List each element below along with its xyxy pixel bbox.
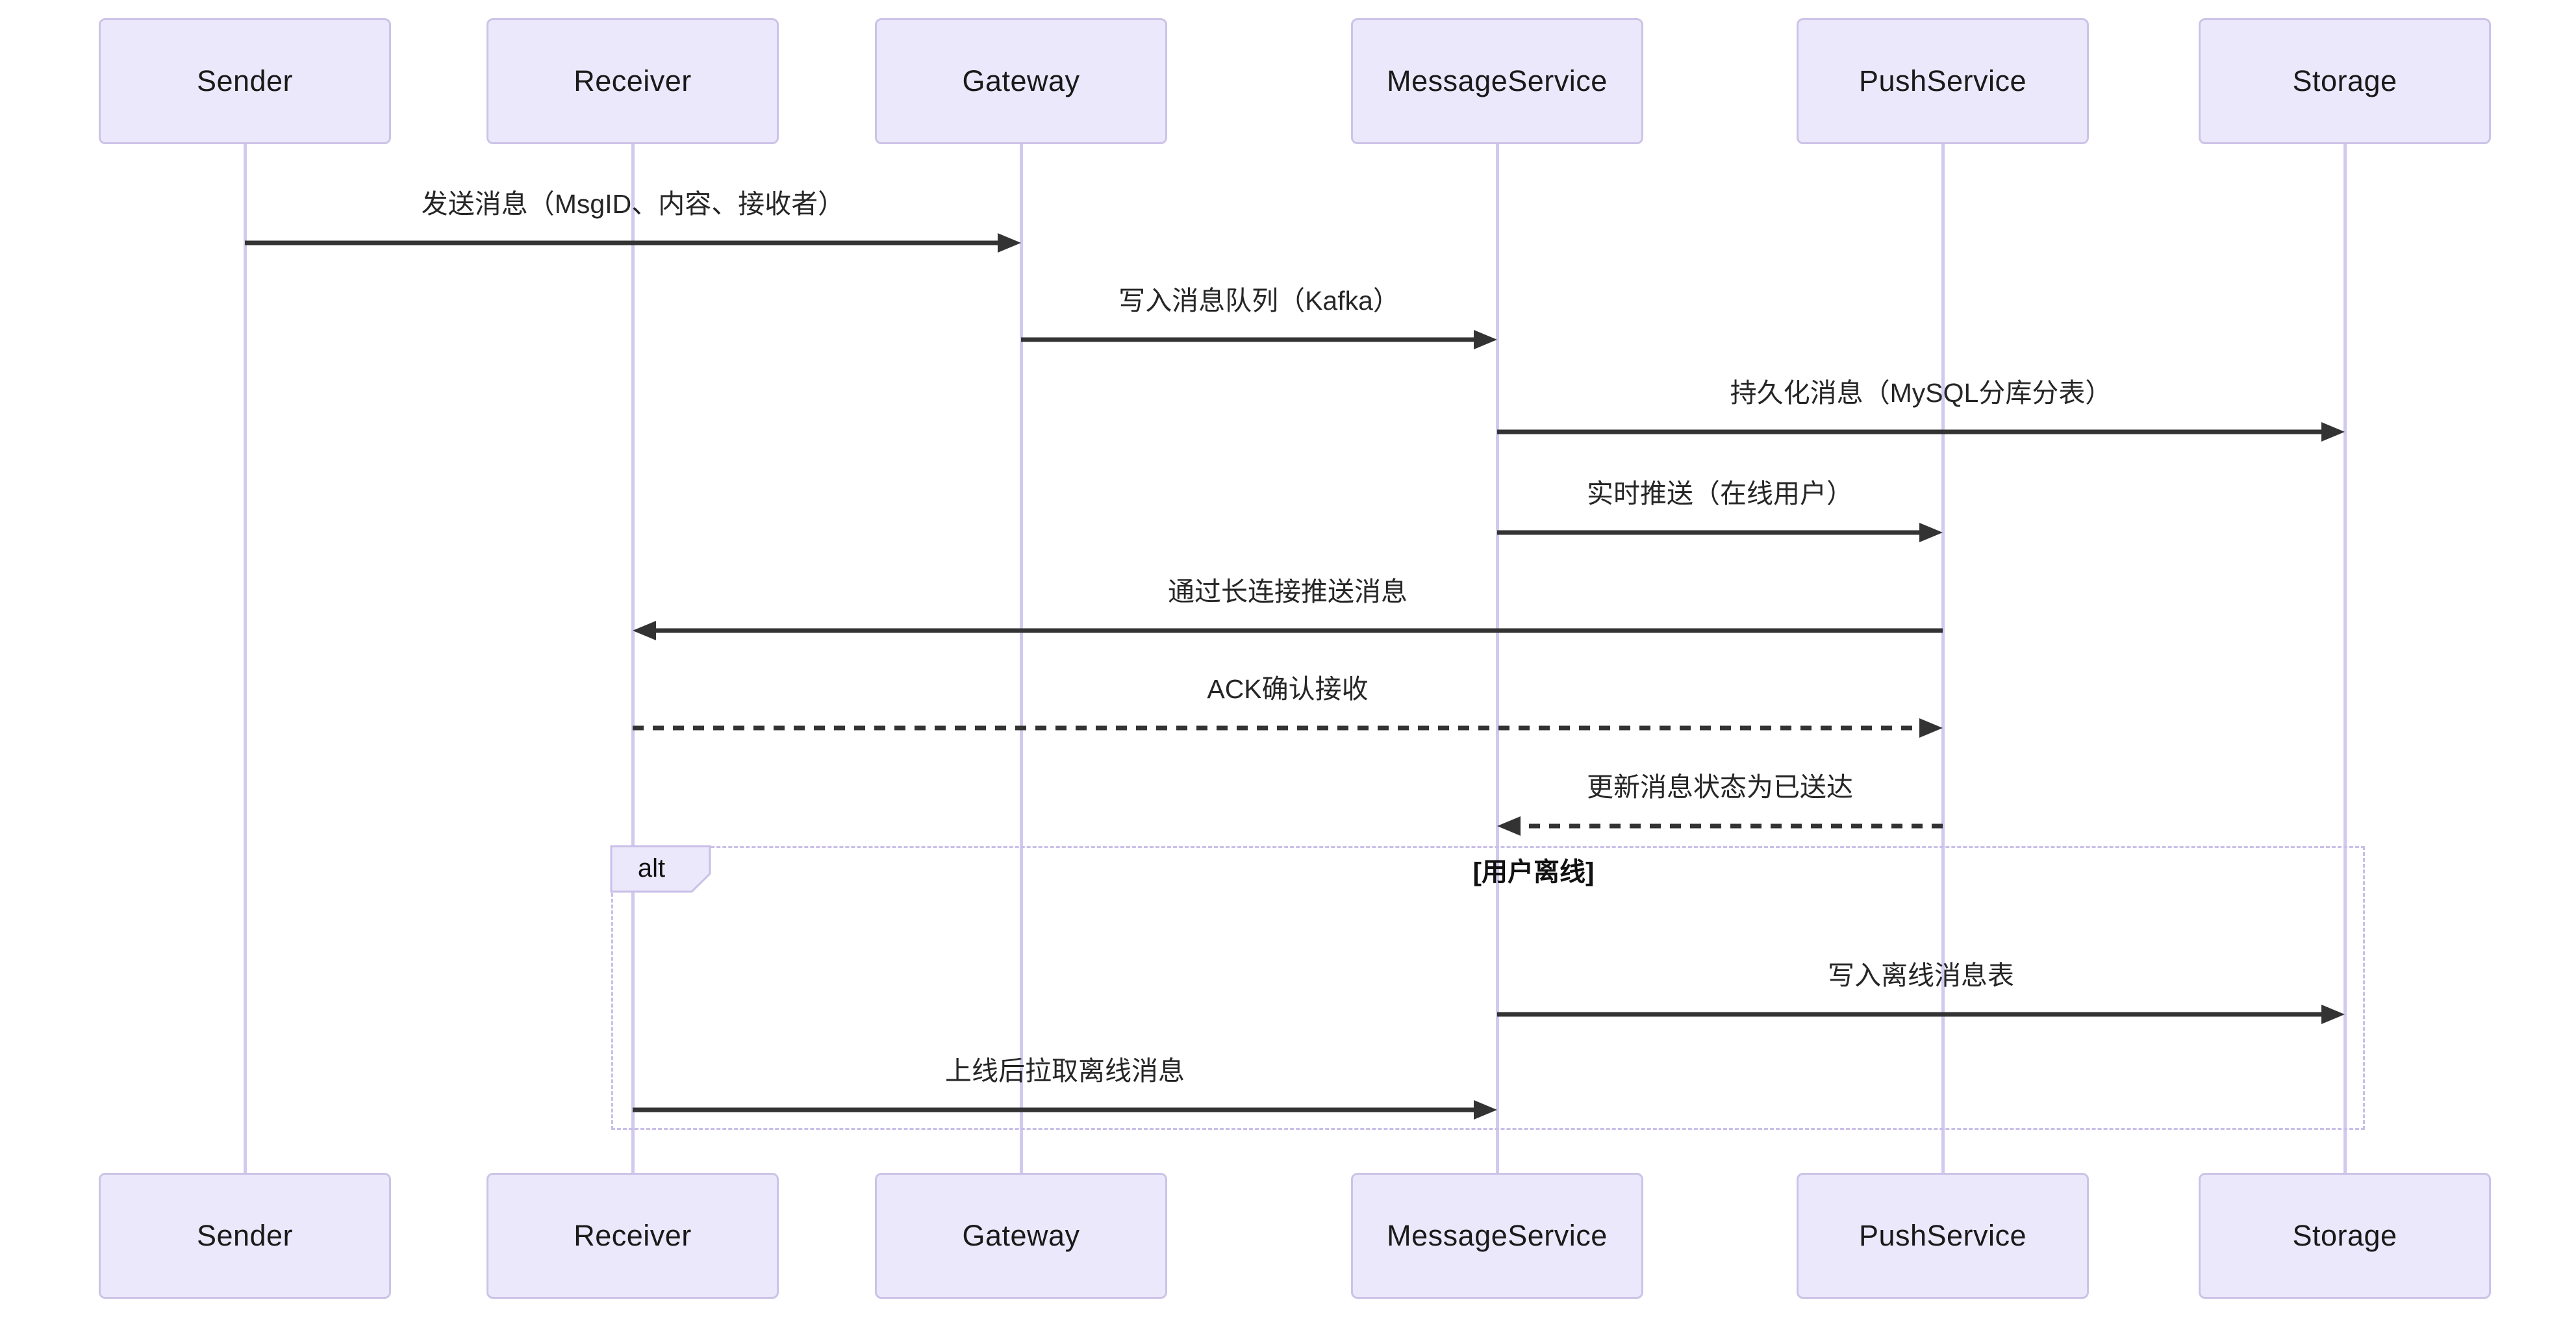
message-label-3: 持久化消息（MySQL分库分表） xyxy=(1730,378,2112,408)
actor-label: PushService xyxy=(1858,64,2027,97)
actor-label: PushService xyxy=(1858,1219,2027,1252)
message-arrowhead xyxy=(1474,1100,1497,1120)
message-arrow-9 xyxy=(633,1100,1497,1120)
message-arrowhead xyxy=(2321,1005,2345,1024)
message-label-9: 上线后拉取离线消息 xyxy=(945,1056,1185,1086)
message-arrowhead xyxy=(1497,816,1521,836)
actor-label: Receiver xyxy=(574,1219,692,1252)
message-arrow-6 xyxy=(633,718,1943,738)
lifeline-storage xyxy=(2343,143,2347,1173)
actor-label: MessageService xyxy=(1387,64,1608,97)
actor-bottom-receiver: Receiver xyxy=(486,1173,779,1299)
actor-bottom-sender: Sender xyxy=(99,1173,391,1299)
message-label-7: 更新消息状态为已送达 xyxy=(1587,772,1853,802)
lifeline-sender xyxy=(244,143,247,1173)
message-arrowhead xyxy=(1919,718,1943,738)
actor-bottom-messageservice: MessageService xyxy=(1351,1173,1643,1299)
lifeline-pushservice xyxy=(1941,143,1945,1173)
message-arrow-7 xyxy=(1497,816,1943,836)
alt-fragment-tab xyxy=(610,845,711,893)
actor-top-gateway: Gateway xyxy=(875,18,1167,144)
message-label-5: 通过长连接推送消息 xyxy=(1168,577,1408,607)
message-arrowhead xyxy=(1474,330,1497,349)
message-label-2: 写入消息队列（Kafka） xyxy=(1118,286,1400,316)
actor-label: Storage xyxy=(2292,1219,2397,1252)
message-label-1: 发送消息（MsgID、内容、接收者） xyxy=(421,189,845,219)
actor-label: Gateway xyxy=(962,1219,1080,1252)
message-arrowhead xyxy=(2321,422,2345,442)
lifeline-gateway xyxy=(1020,143,1023,1173)
message-arrow-2 xyxy=(1021,330,1497,349)
actor-label: Sender xyxy=(196,1219,294,1252)
actor-label: Sender xyxy=(196,64,294,97)
message-label-8: 写入离线消息表 xyxy=(1828,960,2014,990)
message-arrow-5 xyxy=(633,621,1943,640)
actor-top-receiver: Receiver xyxy=(486,18,779,144)
actor-bottom-gateway: Gateway xyxy=(875,1173,1167,1299)
lifeline-messageservice xyxy=(1496,143,1499,1173)
message-arrow-4 xyxy=(1497,523,1943,542)
actor-label: Receiver xyxy=(574,64,692,97)
actor-label: Storage xyxy=(2292,64,2397,97)
message-arrowhead xyxy=(1919,523,1943,542)
alt-fragment-frame xyxy=(611,846,2365,1130)
message-label-4: 实时推送（在线用户） xyxy=(1587,479,1853,508)
actor-top-pushservice: PushService xyxy=(1797,18,2089,144)
lifeline-receiver xyxy=(631,143,635,1173)
message-arrowhead xyxy=(633,621,656,640)
actor-bottom-pushservice: PushService xyxy=(1797,1173,2089,1299)
actor-label: Gateway xyxy=(962,64,1080,97)
message-arrow-1 xyxy=(245,233,1021,253)
message-label-6: ACK确认接收 xyxy=(1207,674,1369,704)
message-arrow-3 xyxy=(1497,422,2345,442)
actor-top-sender: Sender xyxy=(99,18,391,144)
actor-top-messageservice: MessageService xyxy=(1351,18,1643,144)
actor-top-storage: Storage xyxy=(2199,18,2491,144)
actor-bottom-storage: Storage xyxy=(2199,1173,2491,1299)
actor-label: MessageService xyxy=(1387,1219,1608,1252)
message-arrow-8 xyxy=(1497,1005,2345,1024)
alt-fragment-condition: [用户离线] xyxy=(1472,858,1595,886)
message-arrowhead xyxy=(998,233,1021,253)
alt-fragment-label: alt xyxy=(637,854,666,883)
